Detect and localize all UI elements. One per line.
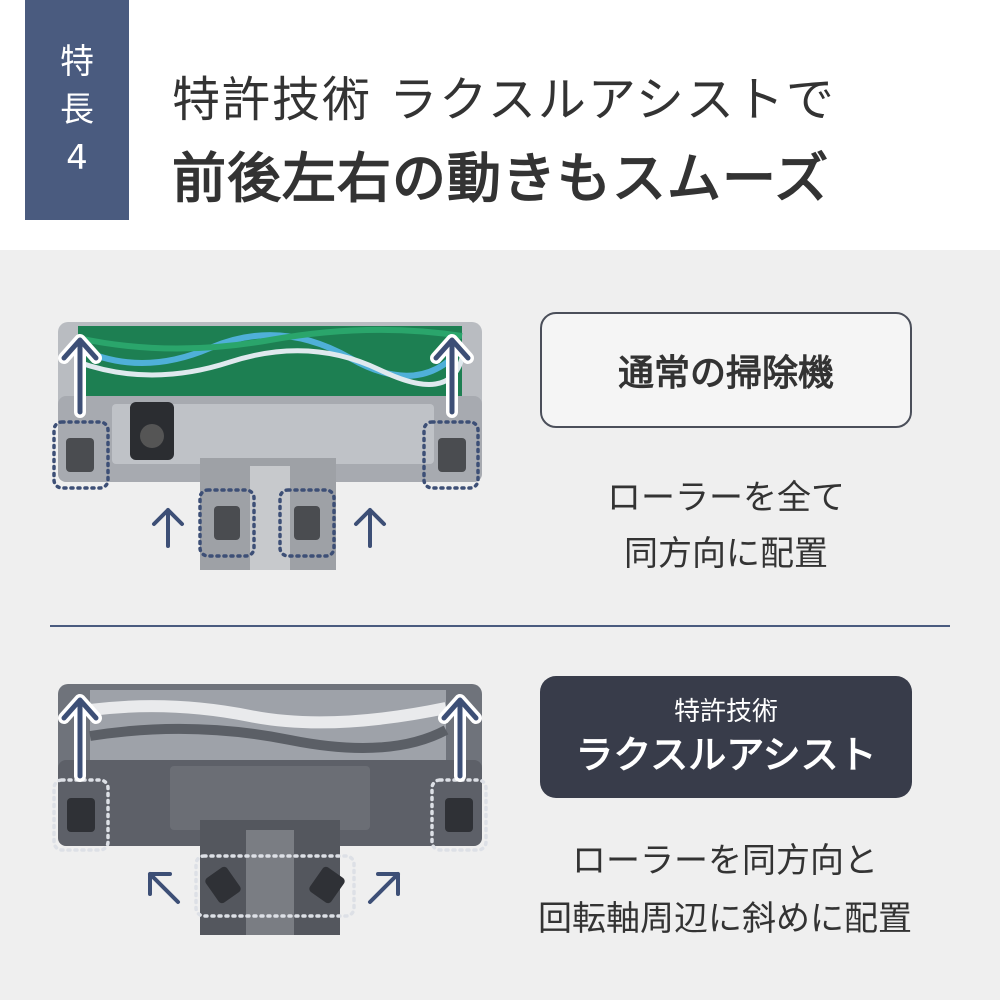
normal-vacuum-head-image xyxy=(50,318,490,570)
section-divider xyxy=(50,625,950,627)
title-line-2: 前後左右の動きもスムーズ xyxy=(172,147,830,210)
description-line: ローラーを全て xyxy=(607,478,845,518)
title-line-1: 特許技術 ラクスルアシストで xyxy=(172,72,836,128)
patent-sub-label: 特許技術 xyxy=(673,697,778,727)
header: 特 長 4 特許技術 ラクスルアシストで 前後左右の動きもスムーズ xyxy=(0,0,1000,250)
patent-description: ローラーを同方向と 回転軸周辺に斜めに配置 xyxy=(490,832,960,948)
description-line: 回転軸周辺に斜めに配置 xyxy=(538,899,912,939)
raku-assist-label: 特許技術 ラクスルアシスト xyxy=(540,676,912,798)
badge-number: 4 xyxy=(66,138,88,178)
badge-char: 特 xyxy=(60,42,94,82)
badge-char: 長 xyxy=(60,90,94,130)
feature-badge: 特 長 4 xyxy=(25,0,129,220)
normal-vacuum-label: 通常の掃除機 xyxy=(540,312,912,428)
normal-description: ローラーを全て 同方向に配置 xyxy=(540,470,912,582)
description-line: ローラーを同方向と xyxy=(572,841,878,881)
description-line: 同方向に配置 xyxy=(624,534,828,574)
raku-assist-vacuum-head-image xyxy=(50,680,490,935)
patent-main-label: ラクスルアシスト xyxy=(575,733,877,777)
